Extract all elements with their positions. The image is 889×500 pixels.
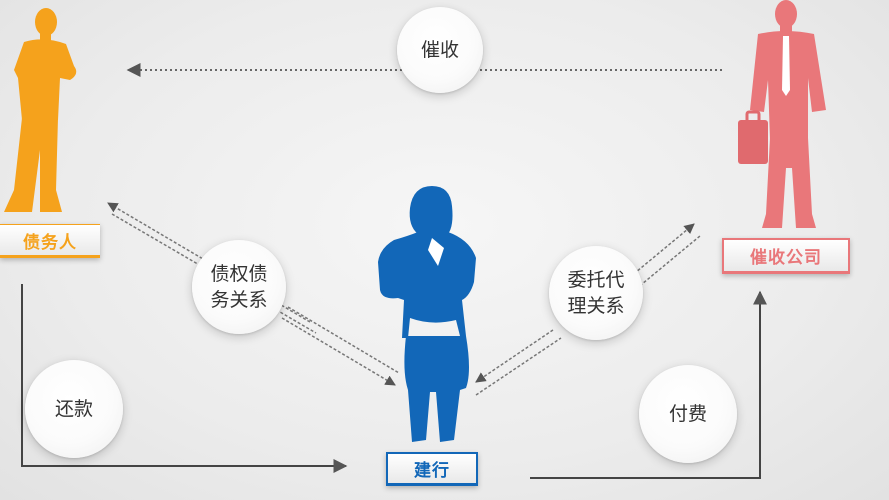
repay-circle: 还款 bbox=[25, 360, 123, 458]
entrust-line-a bbox=[475, 337, 562, 396]
collect-label: 催收 bbox=[420, 39, 459, 61]
debt-relation-label-line2: 务关系 bbox=[210, 289, 268, 311]
collect-circle: 催收 bbox=[397, 7, 483, 93]
entrust-relation-circle: 委托代 理关系 bbox=[549, 246, 643, 340]
man-with-briefcase-silhouette-icon bbox=[738, 0, 826, 228]
agency-label: 催收公司 bbox=[750, 248, 822, 268]
fee-label: 付费 bbox=[668, 403, 707, 425]
debtor-tag: 债务人 bbox=[0, 224, 100, 258]
debtor-label: 债务人 bbox=[23, 232, 77, 253]
man-silhouette-icon bbox=[4, 8, 77, 212]
repay-label: 还款 bbox=[54, 398, 93, 420]
debt-arrow-to-bank bbox=[281, 317, 396, 386]
woman-silhouette-icon bbox=[378, 186, 476, 442]
bank-tag: 建行 bbox=[386, 452, 478, 486]
entrust-arrow-to-bank bbox=[475, 329, 554, 383]
debt-line-a bbox=[111, 213, 317, 334]
entrust-line-b bbox=[635, 235, 701, 290]
entrust-relation-label-line1: 委托代 bbox=[567, 269, 625, 291]
entrust-arrow-to-agency bbox=[629, 223, 695, 278]
fee-circle: 付费 bbox=[639, 365, 737, 463]
debt-line-b bbox=[287, 306, 400, 374]
debt-relation-circle: 债权债 务关系 bbox=[192, 240, 286, 334]
fee-arrow bbox=[530, 290, 767, 479]
entrust-relation-label-line2: 理关系 bbox=[567, 295, 625, 317]
debt-relation-label-line1: 债权债 bbox=[210, 263, 268, 285]
repay-arrow bbox=[21, 284, 348, 473]
bank-label: 建行 bbox=[414, 461, 450, 481]
agency-tag: 催收公司 bbox=[722, 238, 850, 274]
